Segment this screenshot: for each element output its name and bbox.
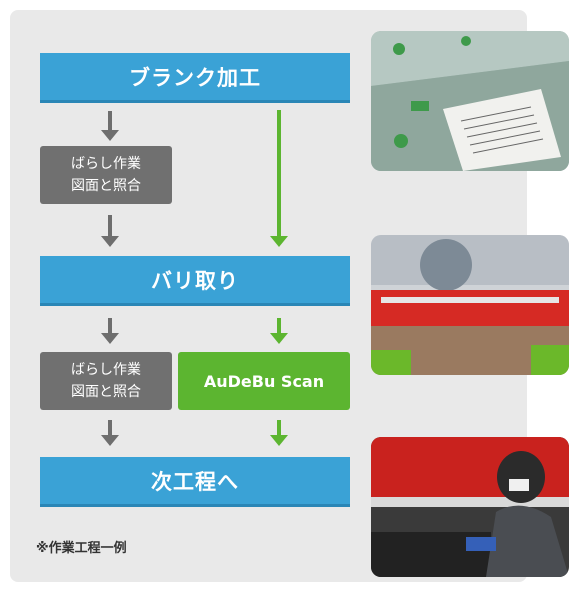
manual-check-box-2: ばらし作業 図面と照合 <box>40 352 172 410</box>
arrow-down-icon <box>100 215 120 247</box>
manual-check-line2: 図面と照合 <box>71 178 141 194</box>
arrow-down-icon <box>269 318 289 344</box>
step-deburring: バリ取り <box>40 256 350 303</box>
arrow-down-icon <box>100 420 120 446</box>
photo-blank-sheet <box>371 31 569 171</box>
arrow-down-icon <box>100 111 120 141</box>
manual-check-line2: 図面と照合 <box>71 384 141 400</box>
audebu-scan-box: AuDeBu Scan <box>178 352 350 410</box>
example-note: ※作業工程一例 <box>36 541 127 556</box>
arrow-down-icon <box>100 318 120 344</box>
arrow-down-icon <box>269 420 289 446</box>
manual-check-line1: ばらし作業 <box>71 362 141 378</box>
step-blank-processing-label: ブランク加工 <box>129 65 261 90</box>
step-deburring-label: バリ取り <box>151 268 239 293</box>
manual-check-line1: ばらし作業 <box>71 156 141 172</box>
step-next-process: 次工程へ <box>40 457 350 504</box>
step-next-process-label: 次工程へ <box>151 469 239 494</box>
step-blank-processing: ブランク加工 <box>40 53 350 100</box>
manual-check-box-1: ばらし作業 図面と照合 <box>40 146 172 204</box>
photo-worker <box>371 437 569 577</box>
photo-deburring-machine <box>371 235 569 375</box>
arrow-down-icon <box>269 110 289 247</box>
audebu-scan-label: AuDeBu Scan <box>203 371 325 391</box>
